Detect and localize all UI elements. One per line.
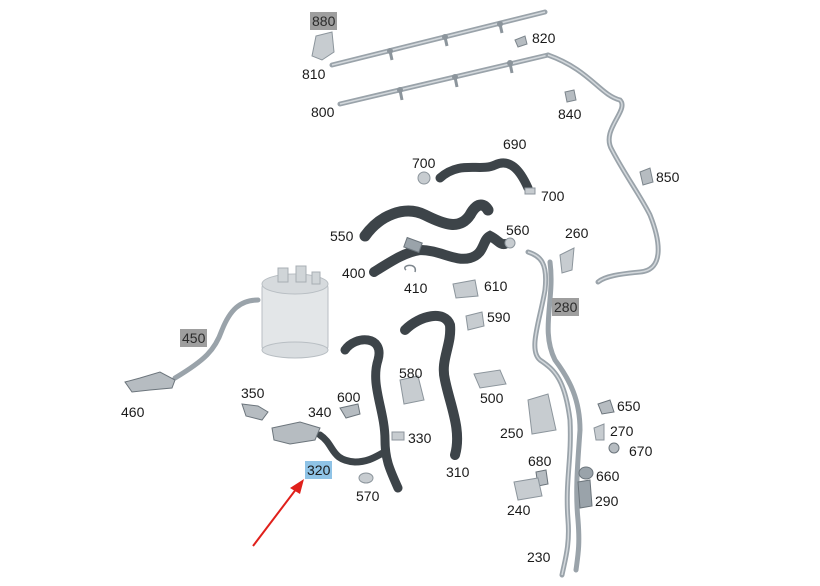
label-590[interactable]: 590 [487,309,511,325]
grommet-660 [578,466,594,480]
label-820[interactable]: 820 [532,30,556,46]
label-810[interactable]: 810 [302,66,326,82]
label-650[interactable]: 650 [617,398,641,414]
pointer-arrow [252,483,301,547]
clip-840 [564,89,577,103]
bracket-260 [559,247,575,274]
label-230[interactable]: 230 [527,549,551,565]
screw-650 [597,399,615,415]
clamp-700-a [417,171,431,185]
label-250[interactable]: 250 [500,425,524,441]
label-330[interactable]: 330 [408,430,432,446]
label-680[interactable]: 680 [528,453,552,469]
label-560[interactable]: 560 [506,222,530,238]
label-700b[interactable]: 700 [541,188,565,204]
connector-460 [124,371,176,393]
hose-320 [340,335,403,493]
label-610[interactable]: 610 [484,278,508,294]
part-670 [608,442,620,454]
bracket-580 [399,375,425,405]
clamp-590 [465,311,485,331]
fuel-line-850 [545,52,661,285]
fuel-rail-810 [329,9,548,68]
label-340[interactable]: 340 [308,404,332,420]
label-690[interactable]: 690 [503,136,527,152]
bracket-600 [339,403,361,419]
label-500[interactable]: 500 [480,390,504,406]
label-600[interactable]: 600 [337,389,361,405]
hose-690 [435,158,533,193]
label-840[interactable]: 840 [558,106,582,122]
label-260[interactable]: 260 [565,225,589,241]
fuel-rail-800 [337,52,551,107]
connector-400 [403,236,423,254]
label-240[interactable]: 240 [507,502,531,518]
fuel-filter [261,265,329,359]
clip-410 [404,264,416,273]
label-350[interactable]: 350 [241,385,265,401]
clip-330 [391,431,405,441]
label-460[interactable]: 460 [121,404,145,420]
clip-820 [514,35,528,48]
bracket-250 [527,393,557,435]
part-340 [271,421,321,445]
hose-550 [359,199,494,242]
label-580[interactable]: 580 [399,365,423,381]
label-570[interactable]: 570 [356,488,380,504]
bracket-610 [452,279,479,299]
clip-270 [593,423,605,441]
clamp-570 [358,472,374,484]
clip-850 [639,167,654,186]
label-700a[interactable]: 700 [412,155,436,171]
fuel-line-450 [172,297,261,381]
label-550[interactable]: 550 [330,228,354,244]
label-670[interactable]: 670 [629,443,653,459]
label-850[interactable]: 850 [656,169,680,185]
label-320[interactable]: 320 [305,461,333,479]
label-880[interactable]: 880 [310,12,338,30]
label-310[interactable]: 310 [446,464,470,480]
label-800[interactable]: 800 [311,104,335,120]
label-290[interactable]: 290 [595,493,619,509]
clamp-560 [504,237,516,249]
hose-310 [400,311,463,460]
label-450[interactable]: 450 [180,329,208,347]
label-270[interactable]: 270 [610,423,634,439]
clamp-700-b [524,187,536,195]
part-290 [577,479,593,509]
label-400[interactable]: 400 [342,265,366,281]
label-280[interactable]: 280 [552,298,580,316]
bracket-880 [311,31,335,61]
connector-350 [241,403,269,421]
bracket-500 [473,369,507,389]
label-660[interactable]: 660 [596,468,620,484]
hose-400 [369,230,510,277]
label-410[interactable]: 410 [404,280,428,296]
bracket-240 [513,477,543,501]
